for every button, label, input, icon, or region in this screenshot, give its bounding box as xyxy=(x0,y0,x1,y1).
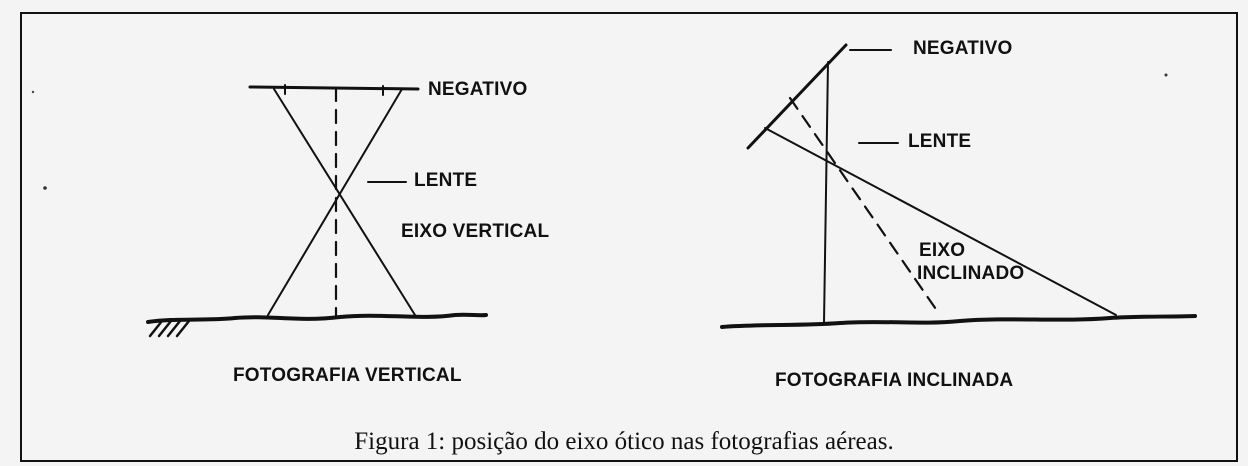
speck xyxy=(31,90,35,94)
right-photo-title: FOTOGRAFIA INCLINADA xyxy=(775,370,1014,391)
speck xyxy=(1164,73,1168,77)
left-ray-left xyxy=(273,88,416,316)
left-negative-label: NEGATIVO xyxy=(428,79,528,100)
left-ground-line xyxy=(146,312,488,324)
speck xyxy=(43,186,47,190)
figure-border xyxy=(20,12,1238,462)
left-ground-hatch xyxy=(148,319,191,338)
left-negative-plane xyxy=(248,85,420,91)
right-ground-line xyxy=(720,314,1197,329)
right-ray-2 xyxy=(823,61,829,324)
oblique-photo-diagram xyxy=(720,43,1197,329)
right-ray-1 xyxy=(764,127,1117,316)
left-lens-label: LENTE xyxy=(414,170,478,191)
right-inclined-axis xyxy=(788,96,942,317)
right-negative-label: NEGATIVO xyxy=(913,38,1013,59)
vertical-photo-diagram xyxy=(146,84,488,338)
left-axis-label: EIXO VERTICAL xyxy=(401,221,550,242)
right-axis-label-line2: INCLINADO xyxy=(917,263,1025,284)
figure-caption: Figura 1: posição do eixo ótico nas foto… xyxy=(354,428,894,455)
right-lens-label: LENTE xyxy=(908,131,972,152)
right-axis-label-line1: EIXO xyxy=(919,240,966,261)
left-photo-title: FOTOGRAFIA VERTICAL xyxy=(233,365,462,386)
right-negative-plane xyxy=(746,43,848,150)
